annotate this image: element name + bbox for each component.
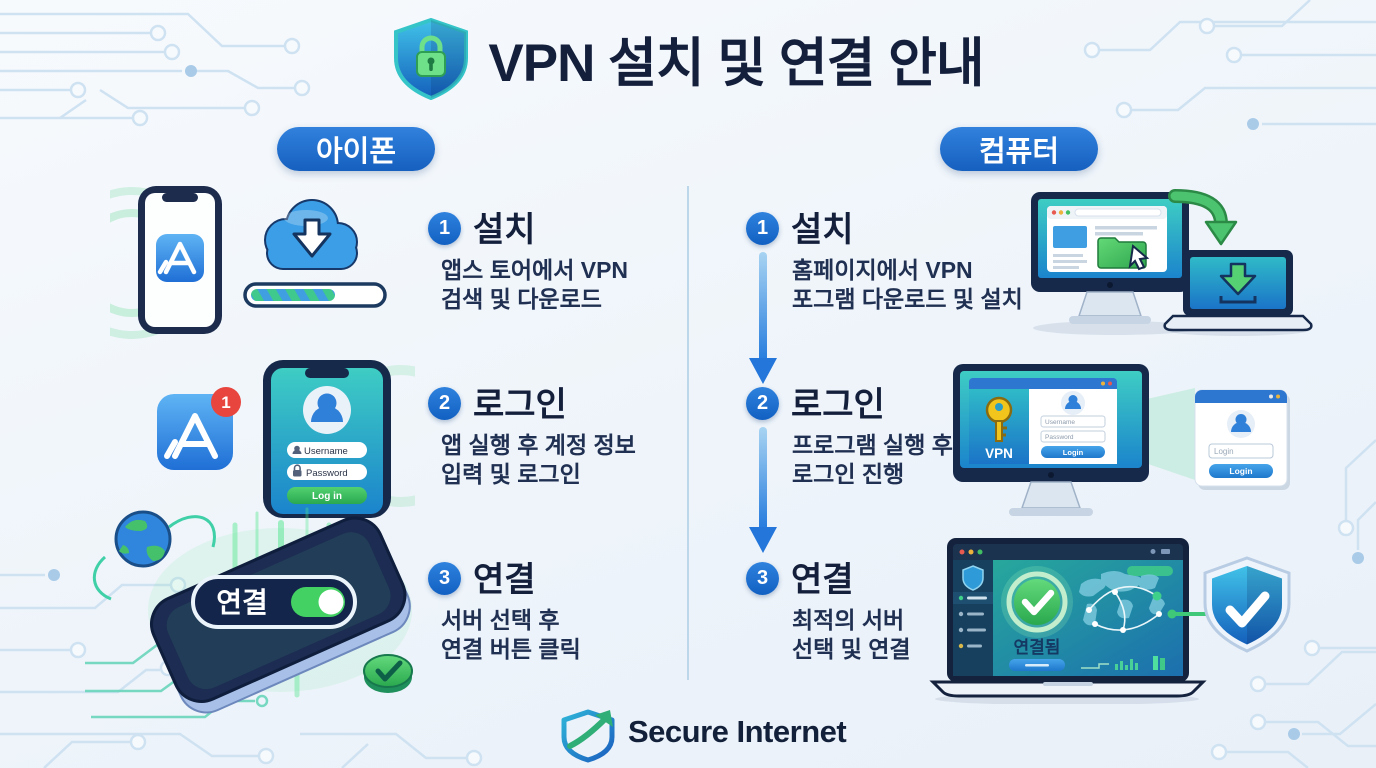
connect-toggle-label: 연결 (216, 587, 268, 618)
disconnect-button (1009, 659, 1065, 671)
download-icon (1219, 262, 1257, 296)
avatar (1061, 391, 1085, 415)
password-field: Password (1040, 430, 1106, 443)
shield-lock-icon (394, 18, 469, 100)
flow-arrow-step2-to-step3 (749, 427, 777, 553)
avatar (1227, 410, 1255, 438)
iphone-login-illustration: 1 Username Password (157, 360, 415, 518)
svg-text:Log in: Log in (312, 491, 342, 502)
step-line: 서버 선택 후 (441, 607, 560, 633)
badge-count: 1 (221, 393, 230, 412)
step-number-badge: 1 (746, 212, 779, 245)
svg-text:Password: Password (1045, 434, 1074, 441)
column-label-computer: 컴퓨터 (940, 127, 1098, 171)
laptop-vpn-connected: 연결됨 (929, 538, 1207, 698)
step-line: 앱스 토어에서 VPN (441, 257, 629, 283)
cloud-download-icon (264, 199, 358, 270)
flow-arrow-step1-to-step2 (749, 252, 777, 384)
step-number-badge: 2 (428, 387, 461, 420)
notification-badge (211, 387, 241, 417)
download-arrow (1168, 189, 1238, 246)
step-number-badge: 1 (428, 212, 461, 245)
brand-shield-icon (561, 709, 615, 763)
login-popup: Login Login (1194, 389, 1290, 490)
app-store-icon (156, 234, 204, 282)
svg-text:Login: Login (1214, 447, 1234, 456)
iphone-connect-illustration: 연결 (85, 507, 413, 719)
step-number-badge: 3 (428, 562, 461, 595)
brand-name: Secure Internet (628, 714, 847, 749)
pc-download-illustration (1031, 189, 1313, 336)
step-line: 프로그램 실행 후 (792, 432, 953, 458)
connected-status: 연결됨 (1014, 637, 1061, 657)
step-line: 포그램 다운로드 및 설치 (792, 286, 1023, 312)
connection-line (1167, 609, 1210, 619)
pc-login-illustration: VPN Username Password Login (953, 364, 1290, 516)
shield-icon (962, 565, 984, 591)
laptop-download (1163, 250, 1313, 332)
step-line: 홈페이지에서 VPN (792, 257, 973, 283)
step-line: 앱 실행 후 계정 정보 (441, 432, 636, 458)
page-header: VPN 설치 및 연결 안내 (0, 18, 1376, 100)
browser-window (1047, 206, 1167, 272)
left-step-1: 1 설치 앱스 토어에서 VPN 검색 및 다운로드 (428, 212, 738, 314)
connected-check-icon (1001, 566, 1073, 638)
popup-login-button: Login (1209, 464, 1273, 478)
download-progress-bar (243, 282, 387, 308)
globe-icon (114, 510, 172, 568)
vpn-key-icon (985, 396, 1013, 442)
connect-toggle: 연결 (191, 575, 357, 629)
step-heading: 연결 (791, 561, 854, 599)
desktop-monitor-login: VPN Username Password Login (953, 364, 1149, 516)
vpn-label: VPN (985, 446, 1013, 461)
iphone-login-screen: Username Password Log in (263, 360, 391, 518)
column-label-iphone: 아이폰 (277, 127, 435, 171)
svg-text:Username: Username (1045, 419, 1075, 426)
step-heading: 설치 (473, 211, 536, 249)
right-step-1: 1 설치 홈페이지에서 VPN 포그램 다운로드 및 설치 (746, 212, 1056, 314)
step-line: 검색 및 다운로드 (441, 286, 602, 312)
username-field: Username (287, 442, 367, 458)
phone-isometric: 연결 (150, 516, 411, 714)
step-heading: 로그인 (791, 386, 885, 424)
pc-connected-illustration: 연결됨 (929, 538, 1291, 704)
check-coin-icon (363, 654, 413, 693)
svg-text:Username: Username (304, 446, 348, 457)
svg-text:Login: Login (1229, 466, 1252, 476)
login-button: Login (1041, 446, 1105, 458)
column-divider (687, 186, 689, 680)
popup-login-field: Login (1208, 443, 1274, 459)
cursor-icon (1128, 244, 1150, 271)
step-heading: 로그인 (473, 386, 567, 424)
step-line: 선택 및 연결 (792, 636, 911, 662)
step-line: 로그인 진행 (792, 461, 905, 487)
step-heading: 연결 (473, 561, 536, 599)
desktop-monitor (1031, 192, 1189, 324)
step-line: 입력 및 로그인 (441, 461, 581, 487)
traffic-bars (1115, 656, 1165, 670)
username-field: Username (1040, 415, 1106, 428)
app-store-icon: 1 (157, 387, 241, 470)
step-number-badge: 3 (746, 562, 779, 595)
server-nodes (1086, 589, 1162, 633)
connection-arcs (1088, 585, 1160, 631)
step-heading: 설치 (791, 211, 854, 249)
svg-text:Login: Login (1063, 448, 1084, 457)
shield-check-icon (1203, 556, 1291, 653)
login-button: Log in (287, 487, 367, 504)
iphone-appstore-download-illustration (110, 186, 387, 339)
step-number-badge: 2 (746, 387, 779, 420)
page-title: VPN 설치 및 연결 안내 (488, 34, 984, 93)
avatar (303, 386, 351, 434)
sidebar-menu (958, 595, 987, 649)
svg-text:Password: Password (306, 468, 348, 479)
step-line: 연결 버튼 클릭 (441, 636, 581, 662)
step-line: 최적의 서버 (792, 607, 905, 633)
password-field: Password (287, 464, 367, 480)
